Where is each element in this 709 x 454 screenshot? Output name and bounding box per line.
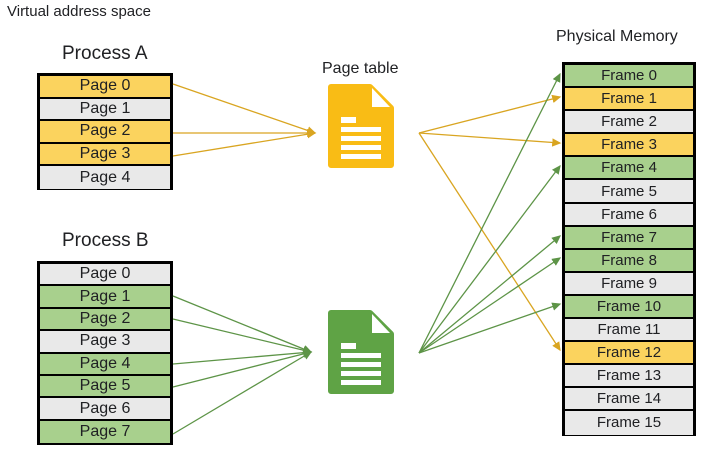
process-b-page-row[interactable]: Page 6 [40,398,170,421]
physical-frame-label: Frame 4 [601,159,657,177]
process-b-page-row[interactable]: Page 3 [40,331,170,354]
physical-frame-row[interactable]: Frame 11 [565,319,693,343]
physical-frame-label: Frame 6 [601,205,657,223]
process-b-page-row[interactable]: Page 5 [40,375,170,399]
process-a-page-list: Page 0 Page 1 Page 2 Page 3 Page 4 [37,73,173,190]
page-table-a-to-frames-arrows [418,94,562,352]
process-b-to-page-table-arrows [172,295,313,435]
process-b-page-row[interactable]: Page 2 [40,308,170,332]
process-b-page-label: Page 6 [79,399,131,417]
page-table-a-document-icon[interactable] [328,84,394,173]
process-b-page-list: Page 0 Page 1 Page 2 Page 3 Page 4 Page 5 Page… [37,261,173,445]
physical-frame-label: Frame 7 [601,228,657,246]
physical-frame-row[interactable]: Frame 10 [565,295,693,320]
physical-frame-label: Frame 5 [601,182,657,200]
physical-frame-row[interactable]: Frame 7 [565,226,693,250]
process-b-page-row[interactable]: Page 1 [40,286,170,309]
physical-frame-row[interactable]: Frame 15 [565,411,693,435]
process-a-page-row[interactable]: Page 2 [40,121,170,144]
process-b-page-row[interactable]: Page 0 [40,264,170,287]
physical-frame-label: Frame 13 [596,367,662,385]
physical-frame-label: Frame 1 [601,90,657,108]
process-b-page-label: Page 3 [79,332,131,350]
page-table-title: Page table [322,60,399,77]
physical-frame-row[interactable]: Frame 0 [565,65,693,89]
process-a-title: Process A [62,43,148,64]
process-b-page-label: Page 0 [79,265,131,283]
physical-frame-row[interactable]: Frame 4 [565,157,693,181]
page-table-b-to-frames-arrows [418,72,562,354]
physical-frame-label: Frame 0 [601,67,657,85]
process-b-title: Process B [62,230,149,251]
physical-memory-title: Physical Memory [556,28,678,45]
physical-frame-row[interactable]: Frame 3 [565,134,693,158]
process-a-page-label: Page 2 [79,122,131,140]
process-a-page-label: Page 0 [79,77,131,95]
process-b-page-label: Page 7 [79,422,131,440]
physical-frame-label: Frame 2 [601,113,657,131]
process-a-page-row[interactable]: Page 4 [40,166,170,189]
physical-frame-label: Frame 9 [601,274,657,292]
document-icon [328,310,394,394]
physical-frame-row[interactable]: Frame 2 [565,111,693,135]
process-a-to-page-table-arrows [172,83,317,157]
document-icon [328,84,394,168]
physical-frame-row[interactable]: Frame 6 [565,203,693,227]
page-table-b-document-icon[interactable] [328,310,394,399]
physical-frame-label: Frame 14 [596,390,662,408]
physical-frame-row[interactable]: Frame 14 [565,388,693,412]
process-b-page-label: Page 4 [79,354,131,372]
physical-memory-frame-list: Frame 0 Frame 1 Frame 2 Frame 3 Frame 4 Frame… [562,62,696,436]
physical-frame-label: Frame 15 [596,414,662,432]
physical-frame-row[interactable]: Frame 9 [565,272,693,296]
process-a-page-label: Page 1 [79,99,131,117]
physical-frame-row[interactable]: Frame 8 [565,249,693,273]
process-a-page-label: Page 4 [79,168,131,186]
process-a-page-row[interactable]: Page 3 [40,143,170,167]
process-b-page-label: Page 5 [79,377,131,395]
process-b-page-label: Page 2 [79,309,131,327]
process-b-page-label: Page 1 [79,287,131,305]
process-b-page-row[interactable]: Page 4 [40,353,170,376]
physical-frame-label: Frame 8 [601,251,657,269]
process-a-page-row[interactable]: Page 1 [40,98,170,122]
physical-frame-row[interactable]: Frame 13 [565,365,693,389]
process-a-page-row[interactable]: Page 0 [40,76,170,99]
virtual-address-space-title: Virtual address space [7,3,151,20]
physical-frame-label: Frame 11 [597,321,661,339]
physical-frame-label: Frame 12 [596,344,662,362]
process-b-page-row[interactable]: Page 7 [40,420,170,444]
physical-frame-row[interactable]: Frame 5 [565,180,693,204]
physical-frame-row[interactable]: Frame 1 [565,88,693,112]
physical-frame-label: Frame 10 [596,297,662,315]
physical-frame-label: Frame 3 [601,136,657,154]
physical-frame-row[interactable]: Frame 12 [565,342,693,366]
process-a-page-label: Page 3 [79,145,131,163]
